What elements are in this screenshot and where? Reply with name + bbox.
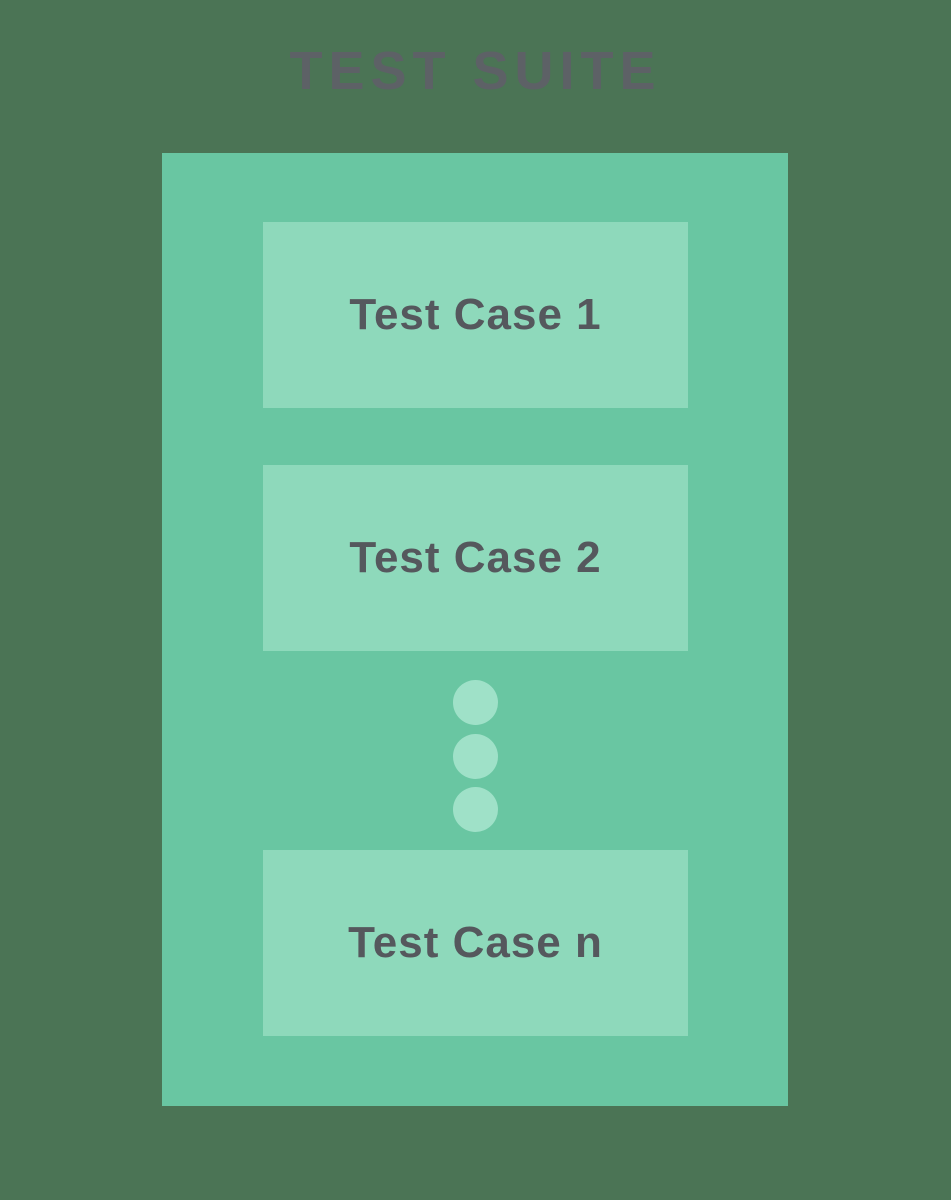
test-suite-container: Test Case 1 Test Case 2 Test Case n bbox=[162, 153, 788, 1106]
test-case-n-label: Test Case n bbox=[348, 918, 603, 967]
diagram-title: TEST SUITE bbox=[289, 41, 662, 101]
ellipsis-dot-icon bbox=[452, 680, 498, 725]
ellipsis-dot-icon bbox=[452, 787, 498, 832]
test-case-box-2: Test Case 2 bbox=[263, 465, 688, 651]
test-case-box-n: Test Case n bbox=[263, 850, 688, 1036]
test-case-1-label: Test Case 1 bbox=[349, 290, 602, 339]
ellipsis-dot-icon bbox=[452, 733, 498, 779]
test-case-box-1: Test Case 1 bbox=[263, 222, 688, 408]
vertical-ellipsis bbox=[162, 680, 788, 832]
test-case-2-label: Test Case 2 bbox=[349, 533, 602, 582]
